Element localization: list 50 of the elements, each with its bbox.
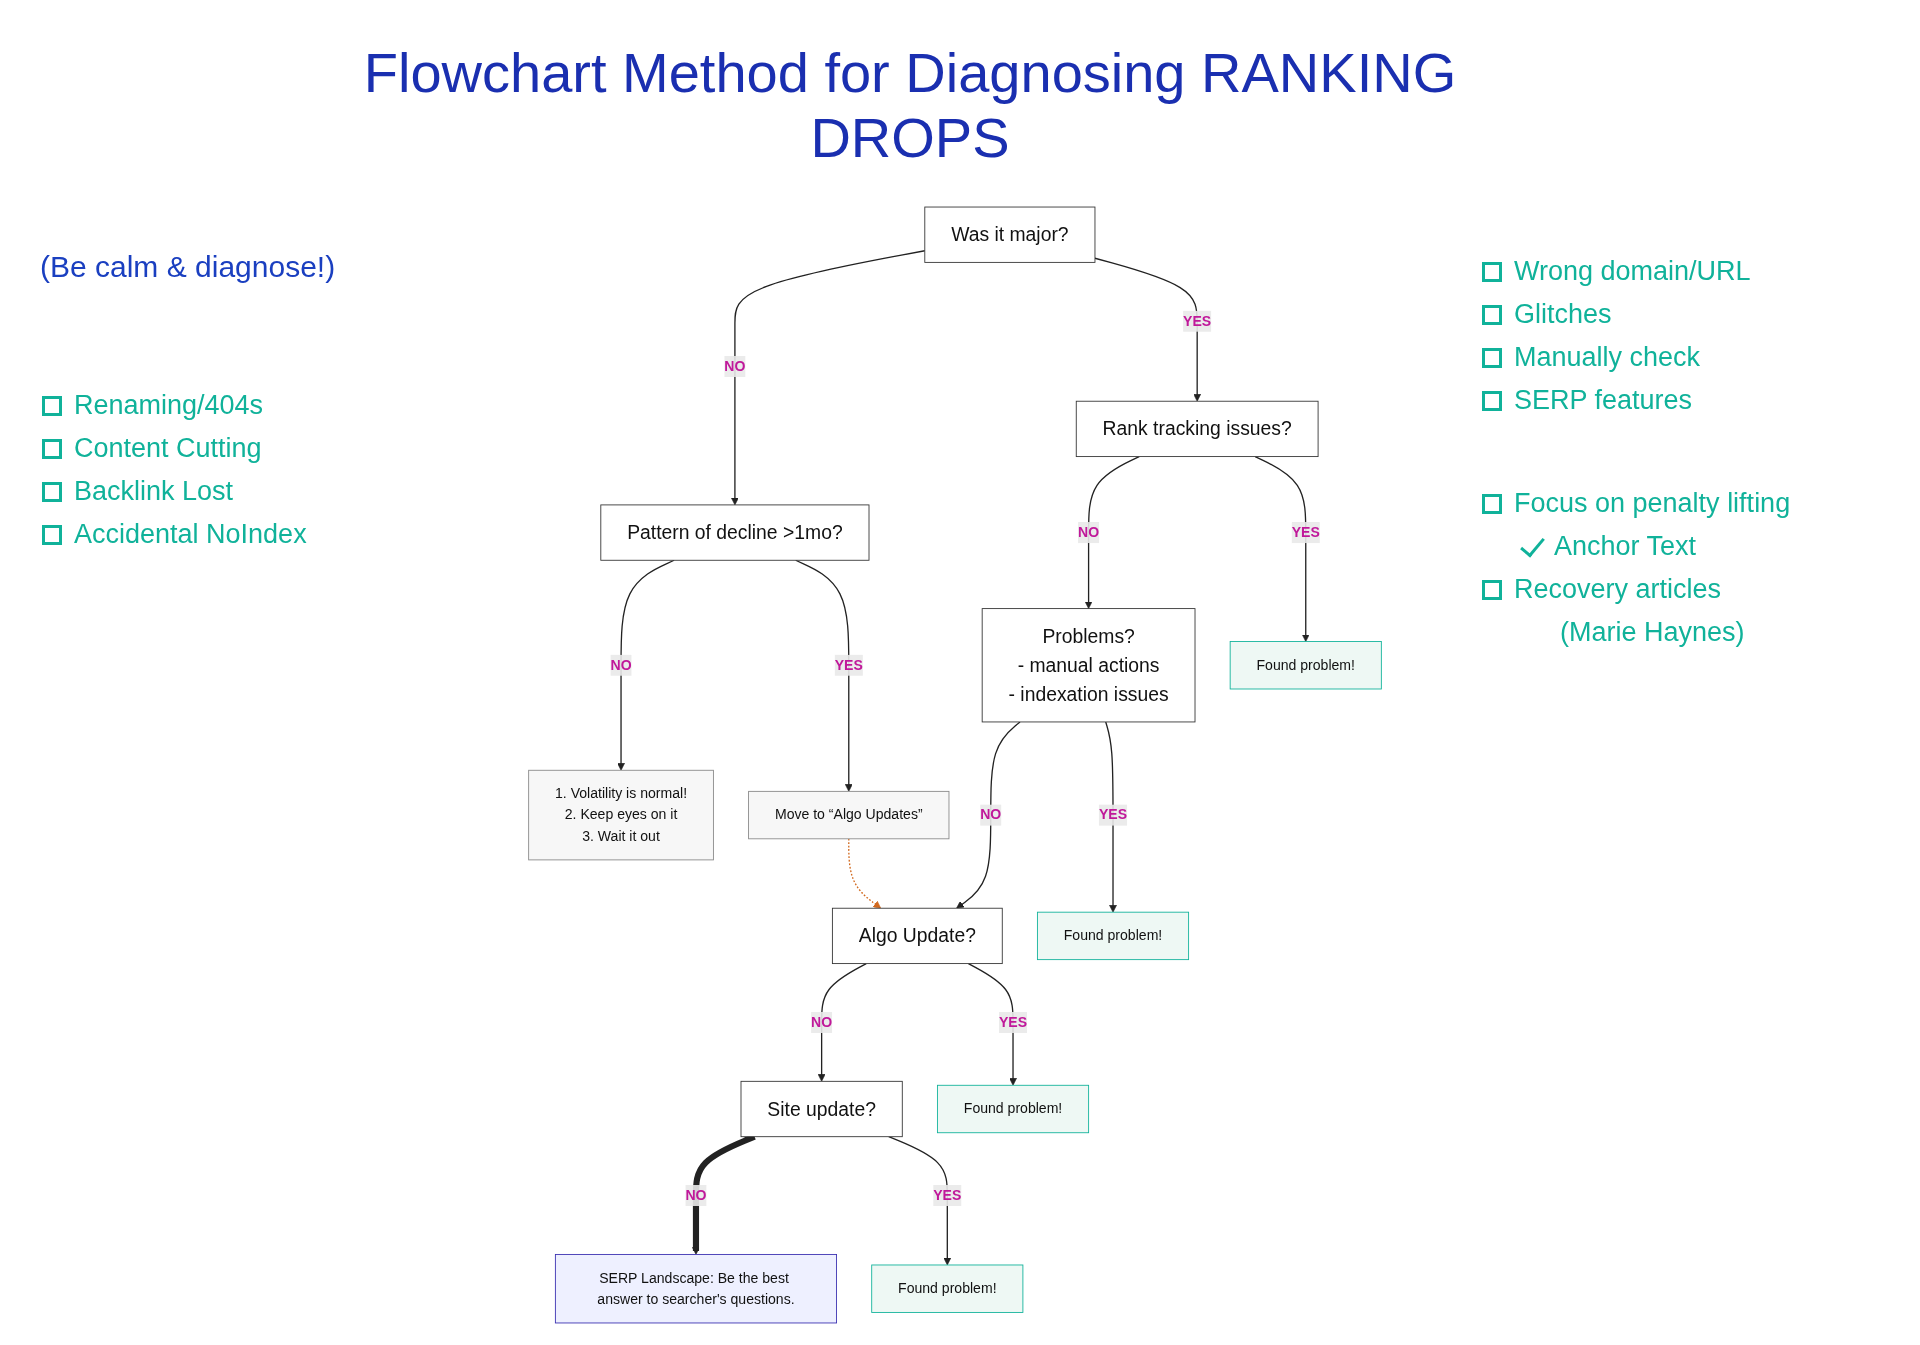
checklist-item: Wrong domain/URL — [1480, 256, 1751, 287]
checklist-item: Recovery articles — [1480, 574, 1722, 605]
arrow — [1084, 455, 1140, 609]
checklist-item: Manually check — [1480, 342, 1701, 373]
arrow — [1094, 257, 1202, 402]
node-box: SERP Landscape: Be the best answer to searcher's questions. — [554, 1254, 837, 1324]
checklist-item: Content Cutting — [40, 433, 262, 464]
node-box: Found problem! — [937, 1084, 1090, 1134]
node-box: Problems? - manual actions - indexation issues — [981, 608, 1196, 723]
node-box: Found problem! — [1037, 911, 1190, 961]
edge-label: YES — [834, 657, 863, 673]
edge-label: NO — [1078, 524, 1100, 540]
checked-item: Anchor Text — [1520, 531, 1697, 562]
title: Flowchart Method for Diagnosing RANKING DROPS — [362, 40, 1458, 170]
note-text: (Be calm & diagnose!) — [40, 250, 336, 284]
arrow — [1254, 455, 1310, 642]
node-box: 1. Volatility is normal! 2. Keep eyes on it 3. Wait it out — [528, 769, 714, 861]
checklist-item: SERP features — [1480, 385, 1693, 416]
node-box: Was it major? — [924, 206, 1096, 263]
checklist-item: Renaming/404s — [40, 390, 264, 421]
node-box: Found problem! — [871, 1264, 1024, 1313]
arrow — [817, 962, 867, 1082]
edge-label: NO — [610, 657, 632, 673]
arrow — [848, 838, 882, 909]
edge-label: YES — [1291, 524, 1320, 540]
node-box: Rank tracking issues? — [1075, 400, 1319, 457]
edge-label: YES — [1183, 313, 1212, 329]
node-box: Move to “Algo Updates” — [748, 790, 950, 840]
edge-label: NO — [685, 1187, 707, 1203]
edge-label: NO — [811, 1014, 833, 1030]
edge-label: YES — [1098, 807, 1128, 823]
checklist-item: Backlink Lost — [40, 476, 234, 507]
node-box: Site update? — [740, 1080, 903, 1138]
node-box: Found problem! — [1229, 641, 1382, 690]
checklist-item: Focus on penalty lifting — [1480, 488, 1791, 519]
arrow — [967, 962, 1017, 1086]
arrow — [617, 559, 675, 771]
checklist-item: Accidental NoIndex — [40, 519, 307, 550]
edge-label: NO — [724, 358, 746, 374]
arrow — [1105, 721, 1117, 913]
node-box: Algo Update? — [831, 907, 1003, 965]
arrow — [795, 559, 853, 792]
checklist-item: Glitches — [1480, 299, 1612, 330]
arrow — [731, 250, 926, 506]
arrow — [956, 721, 1021, 909]
edge-label: NO — [980, 807, 1002, 823]
edge-label: YES — [933, 1187, 962, 1203]
node-box: Pattern of decline >1mo? — [600, 504, 870, 561]
edge-label: YES — [998, 1014, 1028, 1030]
checklist-note: (Marie Haynes) — [1559, 617, 1745, 648]
